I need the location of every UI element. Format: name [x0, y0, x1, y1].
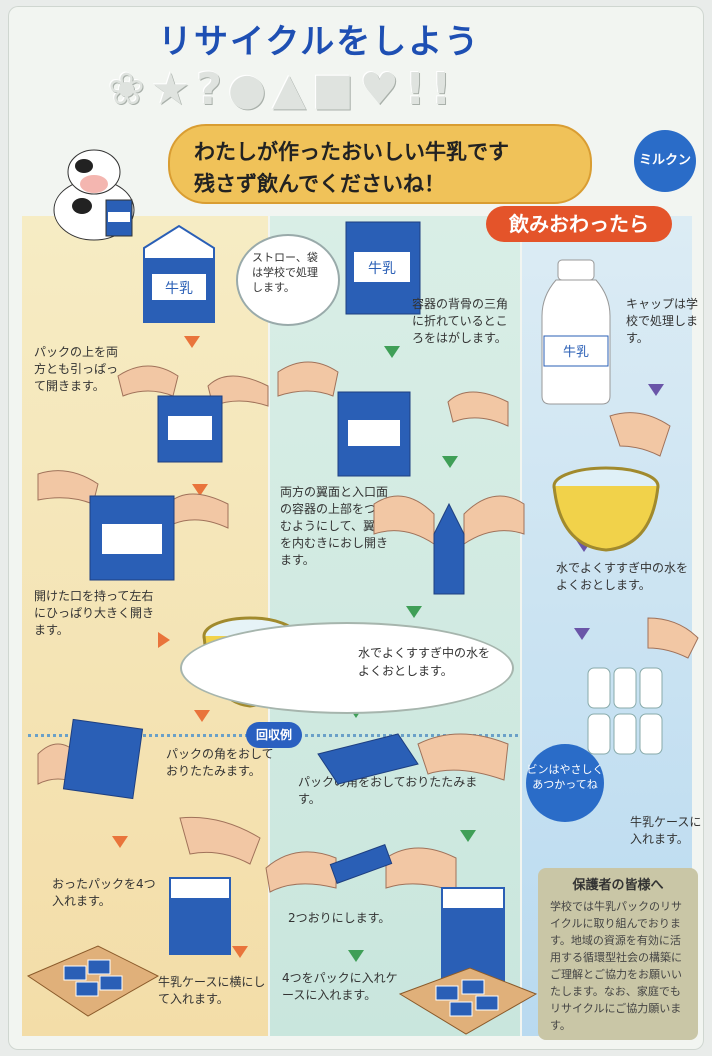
step-right-3: 牛乳ケースに入れます。 — [630, 815, 702, 846]
opening-wide-illustration — [37, 470, 229, 581]
recycling-poster: リサイクルをしよう ❀★?●▲■♥!! わたしが作ったおいしい牛乳です 残さず飲… — [8, 6, 704, 1050]
milk-carton-icon: 牛乳 — [143, 224, 215, 323]
inserting-cartons-illustration — [169, 816, 261, 955]
step-left-5: 牛乳ケースに横にして入れます。 — [158, 975, 266, 1006]
message-banner: わたしが作ったおいしい牛乳です 残さず飲んでくださいね！ — [168, 124, 592, 204]
arrow-down-icon — [384, 346, 400, 358]
arrow-down-icon — [194, 710, 210, 722]
milk-case-left-illustration — [26, 945, 160, 1017]
arrow-down-icon — [648, 384, 664, 396]
straw-note-bubble: ストロー、袋は学校で処理します。 — [236, 234, 340, 326]
poster-title: リサイクルをしよう — [158, 22, 481, 62]
cow-mascot-icon — [53, 149, 135, 241]
peeling-carton-illustration — [277, 361, 509, 477]
arrow-right-icon — [158, 632, 170, 648]
arrow-down-icon — [184, 336, 200, 348]
arrow-down-icon — [574, 628, 590, 640]
straw-note: ストロー、袋は学校で処理します。 — [252, 251, 318, 294]
bottles-in-case-illustration — [587, 617, 699, 755]
milkun-logo: ミルクン — [634, 130, 696, 192]
parents-notice-box: 保護者の皆様へ 学校では牛乳パックのリサイクルに取り組んでおります。地域の資源を… — [538, 868, 698, 1040]
arrow-down-icon — [112, 836, 128, 848]
banner-line-1: わたしが作ったおいしい牛乳です — [194, 140, 509, 164]
opening-carton-illustration — [117, 365, 269, 463]
step-right-1: キャップは学校で処理します。 — [626, 297, 699, 345]
svg-text:牛乳: 牛乳 — [165, 281, 193, 297]
handle-bottles-gently-badge: ビンはやさしくあつかってね — [526, 744, 604, 822]
milk-carton-flat-icon: 牛乳 — [345, 221, 421, 315]
rinse-note-bubble: 水でよくすすぎ中の水をよくおとします。 — [180, 622, 514, 714]
step-middle-2: 両方の翼面と入口面の容器の上部をつまむようにして、翼面を内むきにおし開きます。 — [280, 485, 389, 567]
arrow-down-icon — [460, 830, 476, 842]
step-middle-1: 容器の背骨の三角に折れているところをはがします。 — [412, 297, 509, 345]
two-fold-illustration — [265, 844, 457, 893]
folding-flat-illustration — [317, 733, 509, 785]
after-drinking-badge: 飲みおわったら — [486, 206, 672, 242]
arrow-down-icon — [406, 606, 422, 618]
folding-carton-illustration — [37, 718, 144, 800]
filled-carton-icon — [441, 887, 505, 985]
shape-cutouts: ❀★?●▲■♥!! — [108, 64, 458, 115]
rinse-note: 水でよくすすぎ中の水をよくおとします。 — [358, 646, 491, 678]
parents-notice-body: 学校では牛乳パックのリサイクルに取り組んでおります。地域の資源を有効に活用する循… — [550, 900, 682, 1032]
step-left-4: おったパックを4つ入れます。 — [52, 877, 156, 908]
arrow-down-icon — [232, 946, 248, 958]
step-middle-5: 4つをパックに入れケースに入れます。 — [282, 971, 398, 1002]
recycle-example-badge: 回収例 — [246, 722, 302, 748]
pushing-carton-illustration — [373, 495, 525, 595]
step-left-1: パックの上を両方とも引っぱって開きます。 — [34, 345, 119, 393]
step-right-2: 水でよくすすぎ中の水をよくおとします。 — [556, 561, 689, 592]
parents-notice-heading: 保護者の皆様へ — [572, 878, 664, 893]
step-middle-4: 2つおりにします。 — [288, 911, 391, 925]
arrow-down-icon — [348, 950, 364, 962]
svg-text:牛乳: 牛乳 — [368, 261, 396, 277]
svg-text:牛乳: 牛乳 — [563, 345, 589, 360]
banner-line-2: 残さず飲んでくださいね！ — [194, 172, 445, 196]
step-left-3: パックの角をおしておりたたみます。 — [166, 747, 274, 778]
step-left-2: 開けた口を持って左右にひっぱり大きく開きます。 — [34, 589, 155, 637]
arrow-down-icon — [192, 484, 208, 496]
arrow-down-icon — [442, 456, 458, 468]
milk-case-middle-illustration — [398, 967, 538, 1035]
milk-bottle-icon: 牛乳 — [541, 259, 611, 405]
rinse-bottle-bowl-illustration — [552, 412, 671, 552]
